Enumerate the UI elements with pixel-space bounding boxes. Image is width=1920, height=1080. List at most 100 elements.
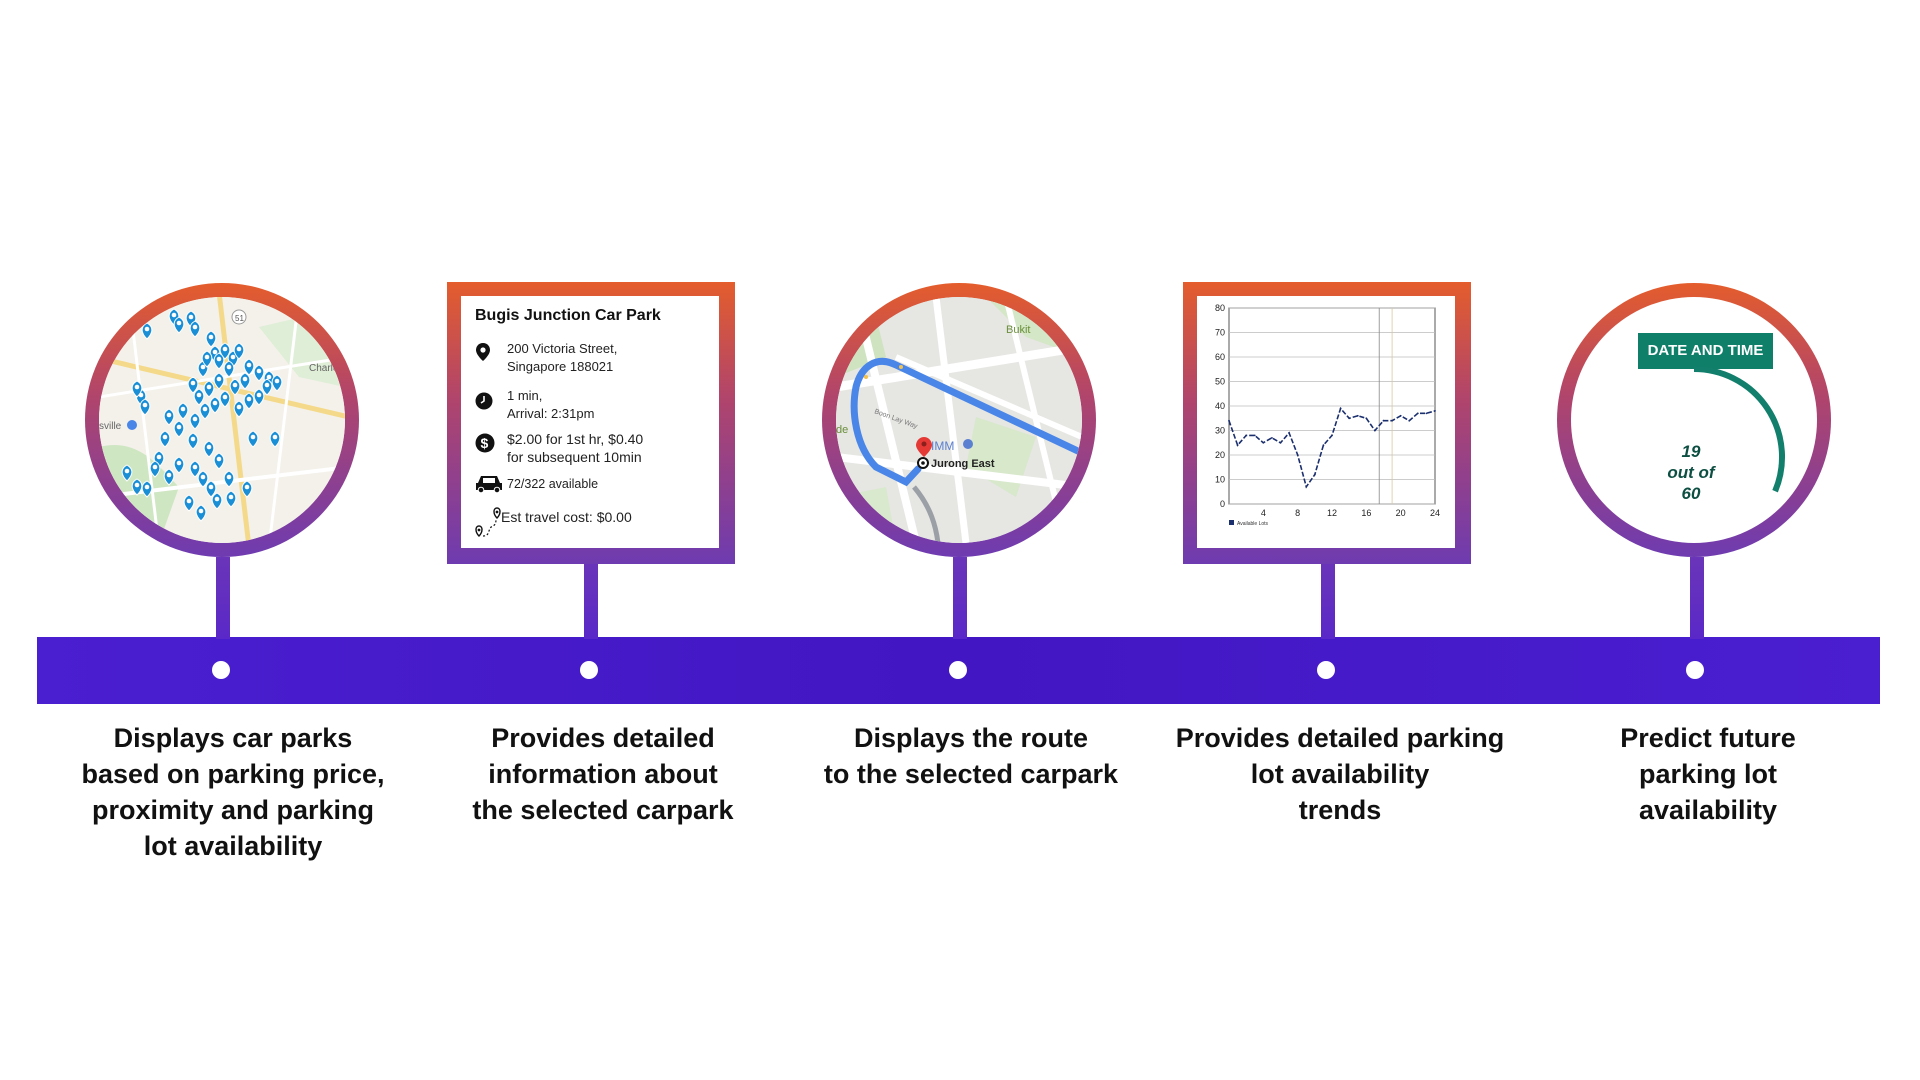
carpark-pin-dot: [272, 434, 278, 440]
carpark-pin-dot: [176, 424, 182, 430]
carpark-pin-dot: [216, 456, 222, 462]
carpark-pin-dot: [232, 382, 238, 388]
x-tick-label: 16: [1361, 508, 1371, 518]
caption-line: proximity and parking: [91, 795, 375, 825]
legend-label: Available Lots: [1237, 521, 1269, 527]
carpark-pin-dot: [192, 464, 198, 470]
data-point: [1262, 441, 1265, 444]
data-point: [1348, 417, 1351, 420]
carpark-pin-dot: [144, 326, 150, 332]
lot-availability: 72/322 available: [507, 477, 599, 491]
carpark-name: Bugis Junction Car Park: [475, 307, 661, 324]
caption-line: parking lot: [1638, 759, 1777, 789]
data-point: [1339, 407, 1342, 410]
car-icon: [476, 476, 502, 493]
carpark-pin-dot: [176, 460, 182, 466]
y-tick-label: 50: [1215, 377, 1225, 387]
y-tick-label: 20: [1215, 450, 1225, 460]
data-point: [1382, 419, 1385, 422]
data-point: [1374, 429, 1376, 432]
address-line2: Singapore 188021: [507, 359, 614, 374]
carpark-pin-dot: [244, 484, 250, 490]
caption-line: the selected carpark: [472, 795, 734, 825]
carpark-pin-dot: [142, 402, 148, 408]
caption-line: availability: [1638, 795, 1778, 825]
gauge-out-of: out of: [1667, 463, 1715, 482]
destination-pin-icon: [916, 437, 932, 457]
svg-text:IMM: IMM: [931, 439, 954, 453]
carpark-pin-dot: [250, 434, 256, 440]
svg-text:Charle: Charle: [309, 363, 339, 374]
carpark-pin-dot: [180, 406, 186, 412]
date-and-time-button[interactable]: DATE AND TIME: [1638, 333, 1773, 369]
carpark-pins[interactable]: [121, 308, 283, 522]
carpark-map-svg: 51 Charle sville: [99, 297, 345, 543]
caption-line: Displays the route: [853, 723, 1089, 753]
data-point: [1331, 434, 1333, 437]
y-tick-label: 70: [1215, 328, 1225, 338]
x-tick-label: 8: [1295, 508, 1300, 518]
predict-circle: DATE AND TIME 19 out of 60: [1557, 283, 1831, 557]
clock-icon: [475, 392, 493, 410]
carpark-pin-dot: [171, 312, 177, 318]
data-point: [1313, 473, 1316, 476]
carpark-pin-dot: [226, 364, 232, 370]
time-line1: 1 min,: [507, 388, 543, 403]
caption-line: information about: [488, 759, 718, 789]
data-point: [1288, 432, 1290, 434]
carpark-pin-dot: [246, 362, 252, 368]
caption-line: Provides detailed: [491, 723, 715, 753]
carpark-pin-dot: [214, 496, 220, 502]
data-point: [1271, 436, 1273, 439]
carpark-pin-dot: [204, 354, 210, 360]
carpark-pin-dot: [198, 508, 204, 514]
time-line2: Arrival: 2:31pm: [507, 406, 595, 421]
x-tick-label: 20: [1396, 508, 1406, 518]
carpark-pin-dot: [166, 472, 172, 478]
data-point: [1425, 412, 1428, 415]
svg-text:de: de: [836, 424, 848, 436]
carpark-pin-dot: [256, 368, 262, 374]
travel-cost: Est travel cost: $0.00: [501, 509, 632, 525]
carpark-pin-dot: [236, 404, 242, 410]
data-point: [1416, 412, 1419, 415]
carpark-pin-dot: [188, 314, 194, 320]
timeline-dot-4: [1317, 661, 1335, 679]
caption-line: Displays car parks: [113, 723, 353, 753]
data-point: [1305, 485, 1308, 488]
carpark-pin-dot: [176, 320, 182, 326]
pricing: $2.00 for 1st hr, $0.40 for subsequent 1…: [507, 430, 643, 466]
stem-4: [1321, 561, 1335, 639]
details-frame: Bugis Junction Car Park 200 Victoria Str…: [447, 282, 735, 564]
timeline-dot-1: [212, 661, 230, 679]
carpark-pin-dot: [222, 394, 228, 400]
carpark-pin-dot: [192, 416, 198, 422]
y-tick-label: 10: [1215, 475, 1225, 485]
svg-text:Bukit: Bukit: [1006, 324, 1030, 336]
prediction-gauge: DATE AND TIME 19 out of 60: [1571, 297, 1817, 543]
carpark-pin-dot: [192, 324, 198, 330]
route-map-svg: IMM Bukit Boon Lay Way de Jurong East: [836, 297, 1082, 543]
carpark-pin-dot: [236, 346, 242, 352]
carpark-pin-dot: [212, 400, 218, 406]
y-tick-label: 40: [1215, 401, 1225, 411]
carpark-pin-dot: [190, 380, 196, 386]
caption-detailed-info: Provides detailed information about the …: [423, 720, 783, 828]
carpark-pin-dot: [226, 474, 232, 480]
caption-display-carparks: Displays car parks based on parking pric…: [53, 720, 413, 864]
carpark-pin-dot: [202, 406, 208, 412]
x-tick-label: 4: [1261, 508, 1266, 518]
gauge-arc-svg: [1693, 366, 1785, 493]
carpark-pin-dot: [200, 474, 206, 480]
carpark-pin-dot: [216, 356, 222, 362]
caption-line: lot availability: [1250, 759, 1430, 789]
stem-2: [584, 561, 598, 639]
address: 200 Victoria Street, Singapore 188021: [507, 340, 617, 376]
caption-line: lot availability: [143, 831, 323, 861]
carpark-pin-dot: [242, 376, 248, 382]
caption-line: Provides detailed parking: [1175, 723, 1505, 753]
route-map: IMM Bukit Boon Lay Way de Jurong East: [836, 297, 1082, 543]
x-tick-label: 12: [1327, 508, 1337, 518]
